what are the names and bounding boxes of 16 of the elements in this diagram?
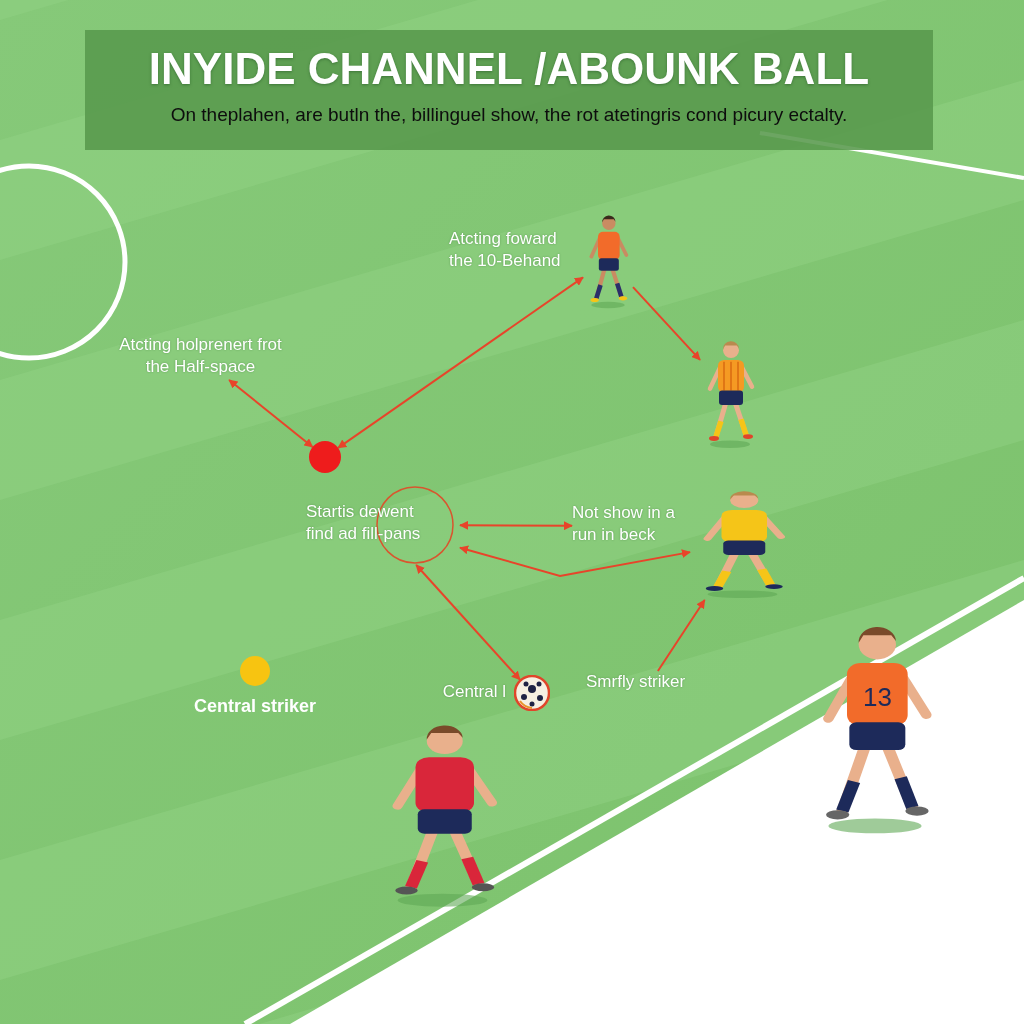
jersey-number: 13 [863,681,892,713]
annotation-text: Atcting holprenert frot the Half-space [118,334,283,380]
arrow [415,564,521,681]
arrow [656,599,706,672]
annotation-text: Central l [441,681,506,703]
caption: On theplahen, are butln the, billinguel show, the rot atetingris cond picury ectalty. [169,104,849,126]
arrow [459,520,573,531]
arrow [632,286,701,361]
arrow [337,276,584,449]
arrow [459,545,691,578]
arrow [228,379,314,448]
annotation-text: Not show in a run in beck [572,502,704,550]
title: INYIDE CHANNEL /ABOUNK BALL [147,44,871,94]
annotation-text: Smrfly striker [586,671,714,695]
annotation-text: Atcting foward the 10-Behand [449,228,562,272]
player-label: Central striker [192,696,318,717]
